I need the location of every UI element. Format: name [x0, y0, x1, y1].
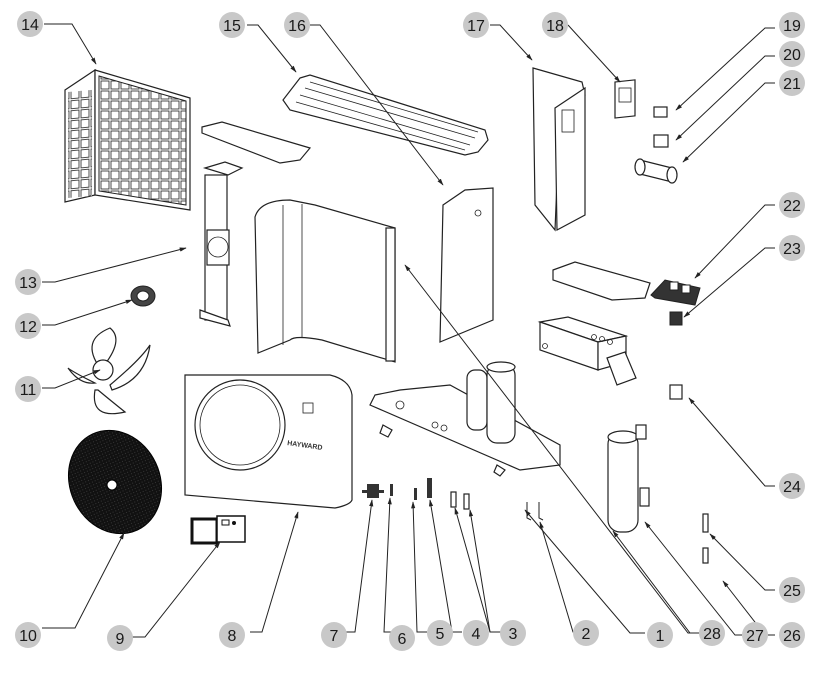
svg-text:18: 18 — [546, 18, 564, 35]
part-control-plate — [552, 261, 651, 301]
part-top-cover — [282, 74, 489, 156]
callout-21[interactable]: 21 — [779, 70, 805, 96]
svg-text:11: 11 — [20, 382, 37, 399]
callout-15[interactable]: 15 — [219, 12, 245, 38]
callout-4[interactable]: 4 — [463, 620, 489, 646]
callout-5[interactable]: 5 — [427, 620, 453, 646]
svg-text:2: 2 — [582, 626, 591, 643]
svg-text:16: 16 — [288, 18, 306, 35]
part-small-relay — [669, 384, 683, 400]
part-controller — [190, 515, 246, 545]
callout-11[interactable]: 11 — [15, 376, 41, 402]
callout-18[interactable]: 18 — [542, 12, 568, 38]
part-fan-motor — [130, 285, 156, 307]
callout-24[interactable]: 24 — [779, 473, 805, 499]
svg-text:4: 4 — [472, 626, 481, 643]
part-fitting-25 — [702, 513, 709, 533]
part-pcb — [650, 279, 701, 306]
svg-text:7: 7 — [330, 628, 339, 645]
part-rear-panel — [254, 199, 396, 363]
part-valve — [362, 484, 384, 498]
callout-16[interactable]: 16 — [284, 12, 310, 38]
callout-2[interactable]: 2 — [573, 620, 599, 646]
part-front-panel: HAYWARD — [184, 374, 353, 509]
svg-text:19: 19 — [783, 18, 801, 35]
svg-text:3: 3 — [509, 626, 518, 643]
callout-1[interactable]: 1 — [647, 622, 673, 648]
callout-3[interactable]: 3 — [500, 620, 526, 646]
svg-text:13: 13 — [19, 275, 37, 292]
svg-text:6: 6 — [398, 631, 407, 648]
svg-text:14: 14 — [21, 17, 39, 34]
svg-text:5: 5 — [436, 626, 445, 643]
part-electrical-box — [537, 316, 637, 386]
svg-text:24: 24 — [783, 479, 801, 496]
callout-26[interactable]: 26 — [779, 622, 805, 648]
callout-14[interactable]: 14 — [17, 11, 43, 37]
part-heat-exchanger — [607, 424, 650, 533]
part-top-plate — [201, 121, 312, 164]
part-connector — [669, 311, 683, 326]
callout-8[interactable]: 8 — [219, 622, 245, 648]
callout-13[interactable]: 13 — [15, 269, 41, 295]
part-middle-support — [199, 161, 244, 327]
svg-text:20: 20 — [783, 47, 801, 64]
part-relay — [653, 134, 669, 148]
part-side-panel — [532, 67, 586, 232]
callout-20[interactable]: 20 — [779, 41, 805, 67]
svg-text:21: 21 — [783, 76, 801, 93]
part-side-grille — [64, 68, 191, 211]
part-switch-3b — [463, 493, 470, 510]
part-switch-4 — [427, 478, 432, 498]
svg-text:25: 25 — [783, 583, 801, 600]
svg-text:26: 26 — [783, 628, 801, 645]
part-sensor-5 — [414, 488, 417, 500]
part-compressor — [466, 361, 516, 444]
part-fan-guard — [67, 429, 163, 535]
brand-logo: HAYWARD — [287, 440, 323, 452]
callout-6[interactable]: 6 — [389, 625, 415, 651]
part-capacitor — [634, 158, 678, 184]
part-display-cover — [614, 79, 636, 119]
callout-10[interactable]: 10 — [15, 622, 41, 648]
callout-9[interactable]: 9 — [107, 625, 133, 651]
part-fitting-26 — [702, 547, 709, 564]
svg-text:27: 27 — [746, 628, 764, 645]
svg-text:23: 23 — [783, 241, 801, 258]
callout-17[interactable]: 17 — [463, 12, 489, 38]
callout-12[interactable]: 12 — [15, 313, 41, 339]
svg-text:10: 10 — [19, 628, 37, 645]
callout-19[interactable]: 19 — [779, 12, 805, 38]
svg-text:15: 15 — [223, 18, 241, 35]
svg-text:8: 8 — [228, 628, 237, 645]
callout-23[interactable]: 23 — [779, 235, 805, 261]
callout-25[interactable]: 25 — [779, 577, 805, 603]
callout-28[interactable]: 28 — [699, 620, 725, 646]
svg-text:17: 17 — [467, 18, 485, 35]
svg-text:28: 28 — [703, 626, 721, 643]
part-switch-3a — [450, 491, 457, 508]
part-fan-blade — [67, 327, 151, 415]
part-base-plate — [369, 384, 561, 477]
svg-text:22: 22 — [783, 198, 801, 215]
part-side-post — [439, 187, 494, 343]
part-probes — [526, 502, 544, 521]
svg-text:1: 1 — [656, 628, 665, 645]
callout-27[interactable]: 27 — [742, 622, 768, 648]
svg-text:9: 9 — [116, 631, 125, 648]
part-terminal-block — [653, 106, 668, 118]
leader-lines — [42, 23, 775, 638]
callout-7[interactable]: 7 — [321, 622, 347, 648]
part-sensor-6 — [390, 484, 393, 496]
callout-22[interactable]: 22 — [779, 192, 805, 218]
svg-text:12: 12 — [19, 319, 37, 336]
